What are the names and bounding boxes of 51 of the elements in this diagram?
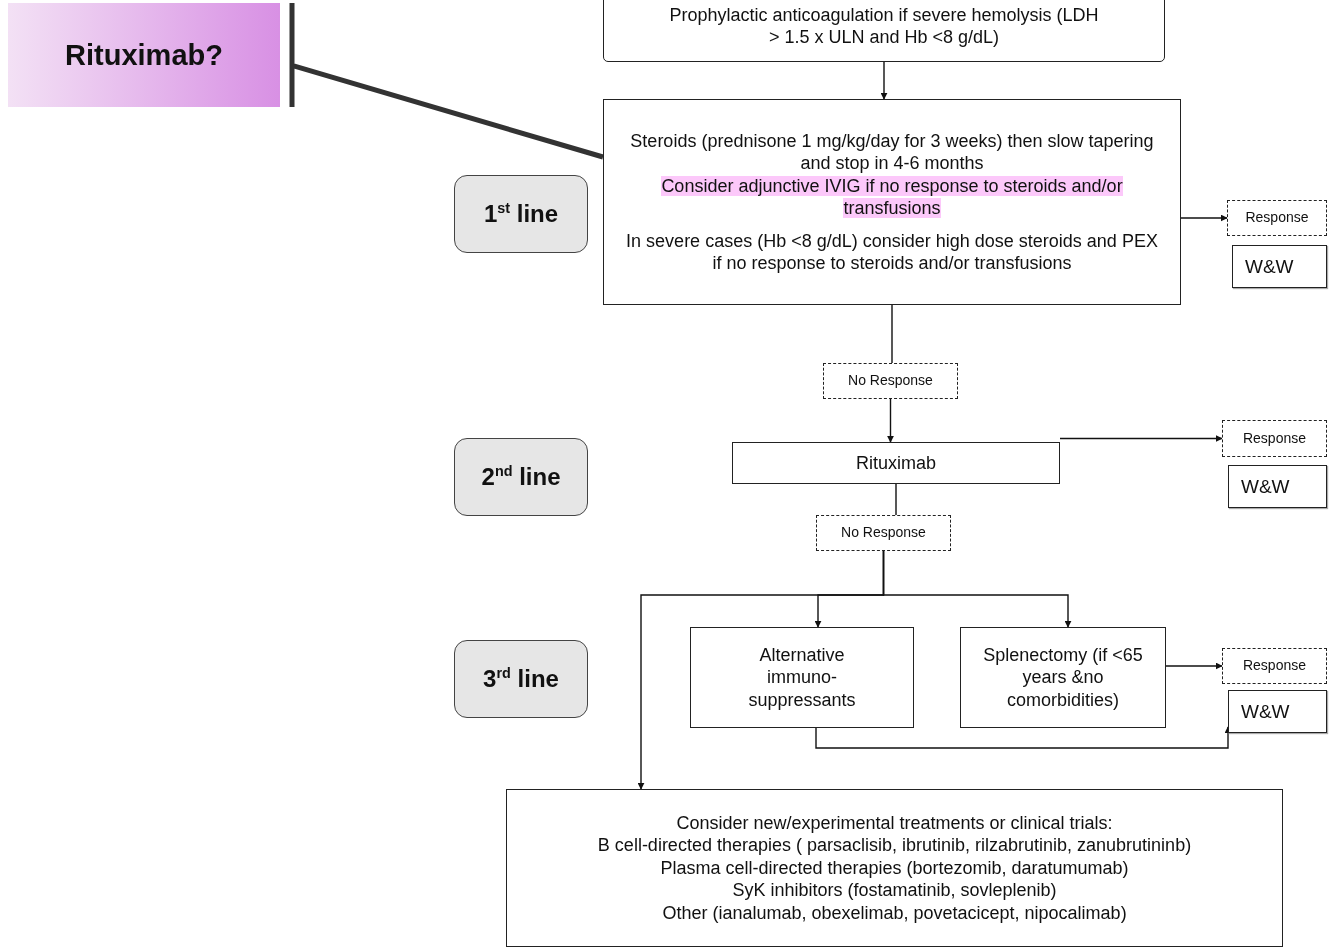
arrow bbox=[887, 398, 894, 443]
box-text: 3$^{rd}$ line bbox=[483, 664, 559, 694]
line-label-box bbox=[454, 175, 588, 253]
line-label-box bbox=[454, 438, 588, 516]
box-text: Other (ianalumab, obexelimab, povetacicept, nipocalimab) bbox=[662, 901, 1127, 925]
outcome-box bbox=[1232, 245, 1327, 288]
box-text: No Response bbox=[841, 524, 926, 542]
box-text: W&W bbox=[1245, 254, 1294, 279]
outcome-box bbox=[1228, 465, 1327, 508]
box-text: Response bbox=[1242, 429, 1306, 448]
box-text: No Response bbox=[848, 372, 933, 390]
process-box bbox=[690, 627, 914, 728]
box-text: Prophylactic anticoagulation if severe hemolysis (LDH > 1.5 x ULN and Hb <8 g/dL) bbox=[668, 3, 1100, 49]
arrow bbox=[1165, 662, 1223, 670]
arrow bbox=[1059, 435, 1223, 442]
outcome-box bbox=[816, 515, 951, 551]
box-text: Splenectomy (if <65 years &no comorbidities) bbox=[982, 643, 1144, 712]
box-text: Rituximab? bbox=[65, 37, 223, 73]
arrow bbox=[1180, 214, 1228, 222]
box-text: Alternative immuno- suppressants bbox=[747, 643, 857, 712]
outcome-box bbox=[1222, 420, 1327, 457]
process-box bbox=[732, 442, 1060, 484]
box-text: Consider new/experimental treatments or clinical trials: bbox=[676, 811, 1113, 835]
outcome-box bbox=[1222, 648, 1327, 684]
box-text: 2$^{nd}$ line bbox=[481, 462, 561, 492]
box-text: In severe cases (Hb <8 g/dL) consider high dose steroids and PEX if no response to steroids and/or transfusions bbox=[626, 229, 1158, 275]
connector-line bbox=[895, 483, 897, 516]
box-text: Consider adjunctive IVIG if no response to steroids and/or transfusions bbox=[660, 174, 1124, 220]
box-text: Rituximab bbox=[856, 451, 936, 475]
box-text: Response bbox=[1245, 209, 1309, 227]
arrow bbox=[880, 61, 888, 100]
box-text: Plasma cell-directed therapies (bortezomib, daratumumab) bbox=[660, 856, 1129, 880]
process-box bbox=[506, 789, 1283, 947]
title-box bbox=[8, 3, 280, 107]
process-box bbox=[960, 627, 1166, 728]
process-box bbox=[603, 99, 1181, 305]
box-text: Steroids (prednisone 1 mg/kg/day for 3 weeks) then slow tapering and stop in 4-6 months bbox=[629, 129, 1155, 175]
line-label-box bbox=[454, 640, 588, 718]
arrow bbox=[637, 550, 885, 790]
arrow bbox=[815, 726, 1232, 749]
process-box bbox=[603, 0, 1165, 62]
box-text: Response bbox=[1242, 657, 1306, 675]
box-text: W&W bbox=[1241, 474, 1290, 499]
box-text: W&W bbox=[1241, 699, 1290, 724]
box-text: SyK inhibitors (fostamatinib, sovleplenib) bbox=[732, 879, 1057, 902]
box-text: 1$^{st}$ line bbox=[483, 199, 559, 229]
connector-line bbox=[891, 304, 893, 364]
box-text: B cell-directed therapies ( parsaclisib, ibrutinib, rilzabrutinib, zanubrutininb) bbox=[597, 834, 1192, 857]
outcome-box bbox=[1227, 200, 1327, 236]
outcome-box bbox=[823, 363, 958, 399]
outcome-box bbox=[1228, 690, 1327, 733]
